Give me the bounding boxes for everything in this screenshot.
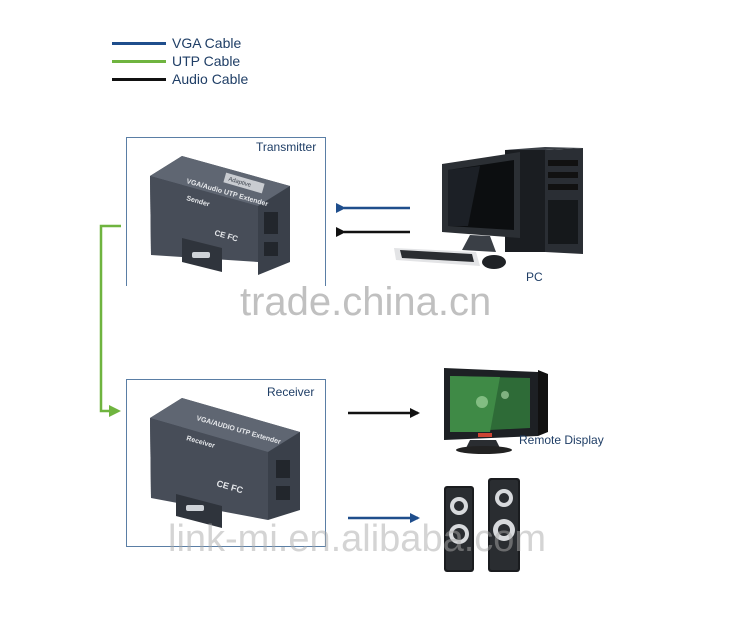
display-icon [444, 368, 548, 454]
legend-audio: Audio Cable [112, 70, 248, 88]
pc-icon [394, 147, 583, 269]
receiver-device: VGA/AUDIO UTP Extender Receiver CE FC [150, 398, 300, 528]
receiver-label: Receiver [267, 385, 315, 399]
audio-line-swatch [112, 77, 166, 81]
transmitter-label: Transmitter [256, 140, 317, 154]
watermark-alibaba: link-mi.en.alibaba.com [168, 518, 547, 560]
legend-utp-label: UTP Cable [172, 53, 241, 69]
utp-line-swatch [112, 59, 166, 63]
vga-line-swatch [112, 41, 166, 45]
legend-utp: UTP Cable [112, 52, 240, 70]
utp-cable [99, 224, 121, 417]
transmitter-device: Adaptive VGA/Audio UTP Extender Sender C… [150, 156, 290, 275]
legend-vga: VGA Cable [112, 34, 241, 52]
pc-label: PC [526, 270, 543, 284]
watermark-trade-china: trade.china.cn [240, 280, 492, 324]
remote-display-label: Remote Display [519, 433, 604, 447]
legend-audio-label: Audio Cable [172, 71, 249, 87]
legend-vga-label: VGA Cable [172, 35, 242, 51]
speakers-icon [444, 478, 520, 572]
